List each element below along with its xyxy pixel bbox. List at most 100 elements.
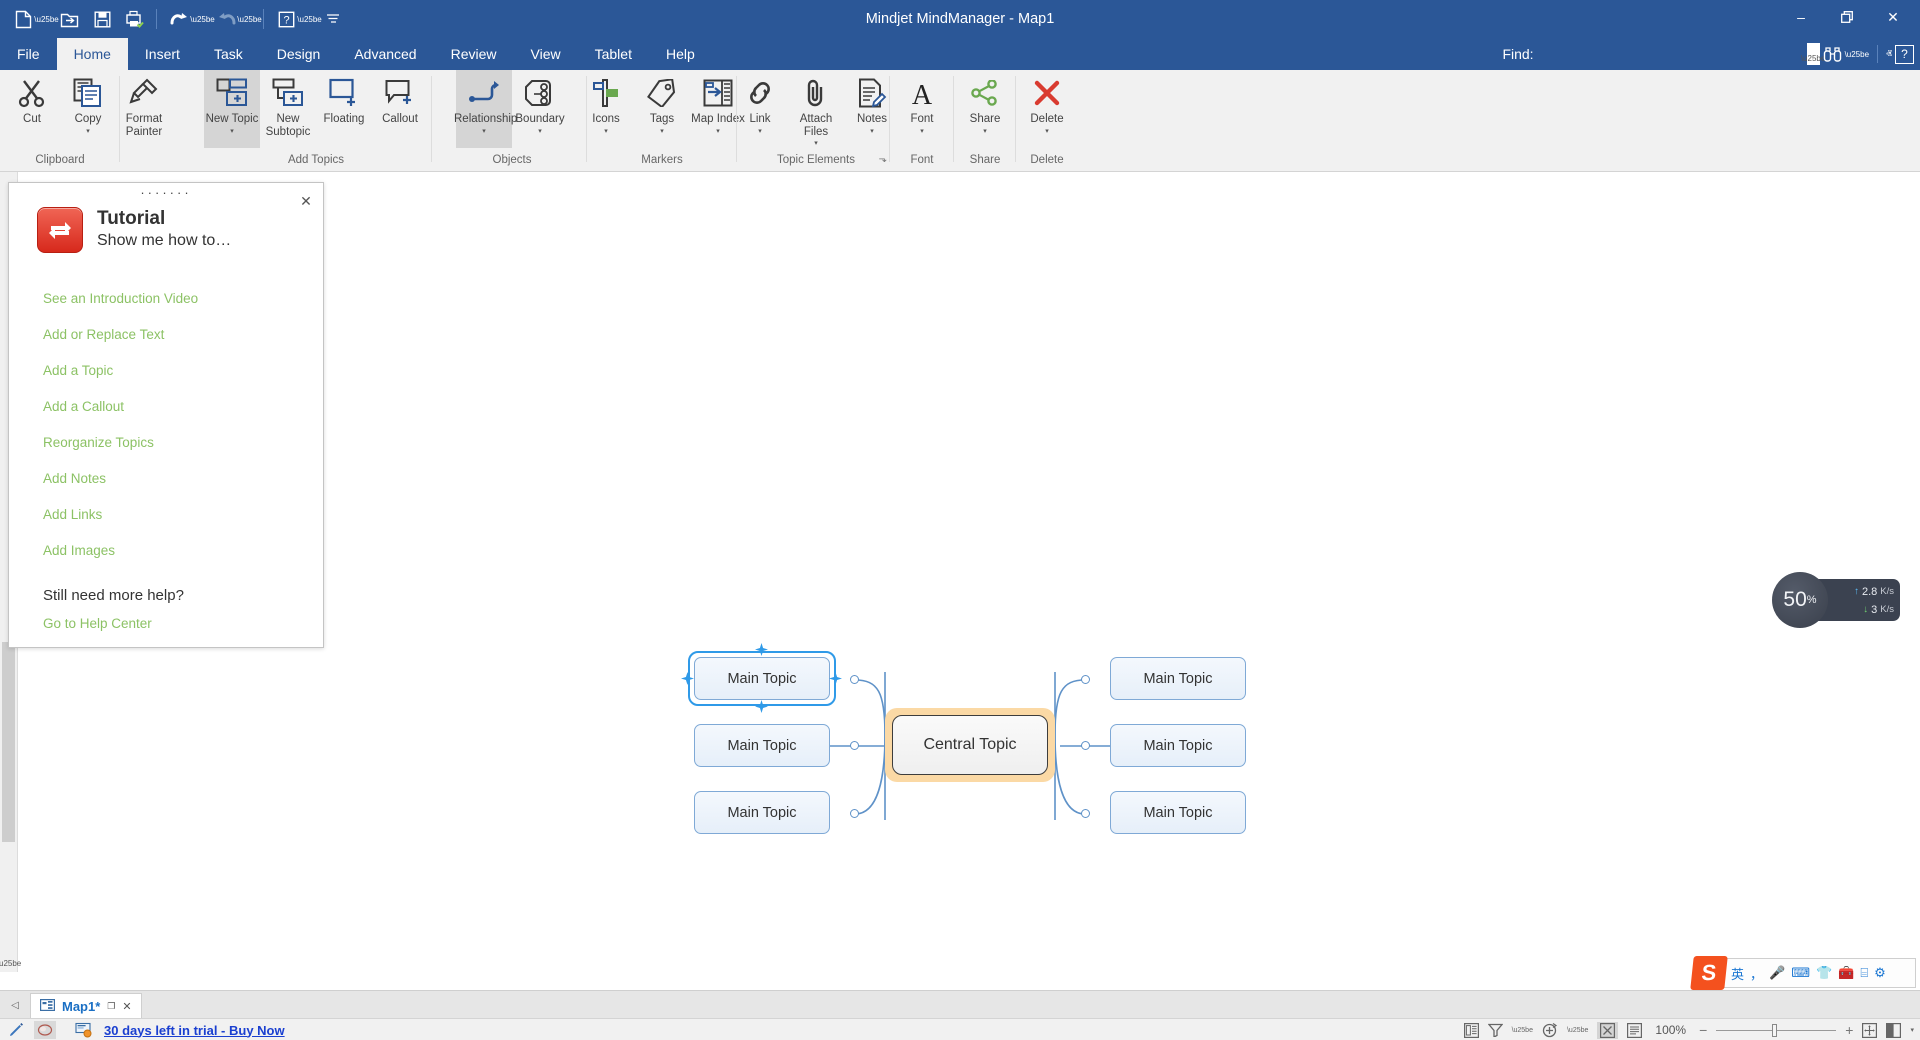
tab-review[interactable]: Review [450,46,497,62]
close-button[interactable]: ✕ [1887,8,1899,25]
new-subtopic-button[interactable]: New Subtopic [260,70,316,148]
filter-icon[interactable] [1487,1023,1503,1037]
connector-dot-left-1[interactable] [850,675,859,684]
ribbon-button-caret-icon[interactable]: ▾ [758,127,762,135]
tutorial-link-add-a-topic[interactable]: Add a Topic [43,363,114,378]
zoom-slider-knob[interactable] [1772,1023,1778,1037]
floating-button[interactable]: Floating [316,70,372,148]
map-node-left-2[interactable]: Main Topic [694,724,830,767]
microphone-icon[interactable]: 🎤 [1769,965,1786,980]
ribbon-button-caret-icon[interactable]: ▾ [604,127,608,135]
ribbon-button-caret-icon[interactable]: ▾ [230,127,234,135]
view-mode-caret-icon[interactable]: ▾ [1910,1027,1914,1034]
keyboard-icon[interactable]: ⌨ [1791,965,1810,980]
ribbon-button-caret-icon[interactable]: ▾ [482,127,486,135]
outline-view-icon[interactable] [1627,1022,1643,1038]
sogou-logo-icon[interactable]: S [1690,956,1728,990]
tab-home[interactable]: Home [56,38,128,70]
pen-tool-icon[interactable] [5,1021,27,1039]
callout-button[interactable]: Callout [372,70,428,148]
zoom-out-button[interactable]: − [1699,1022,1708,1038]
binoculars-icon[interactable] [1823,46,1842,63]
redo-caret-icon[interactable]: \u25be [237,14,262,24]
copy-button[interactable]: Copy▾ [60,70,116,148]
ribbon-button-caret-icon[interactable]: ▾ [538,127,542,135]
doc-tab-map1[interactable]: Map1* ❐ ✕ [30,993,142,1019]
toolbox-icon[interactable]: 🧰 [1838,965,1855,980]
new-document-icon[interactable] [8,4,38,34]
ribbon-button-caret-icon[interactable]: ▾ [983,127,987,135]
tags-button[interactable]: Tags▾ [634,70,690,148]
connector-dot-right-2[interactable] [1081,741,1090,750]
attach-files-button[interactable]: Attach Files▾ [788,70,844,148]
delete-button[interactable]: Delete▾ [1019,70,1075,148]
skin-shirt-icon[interactable]: 👕 [1815,965,1833,980]
ribbon-button-caret-icon[interactable]: ▾ [870,127,874,135]
focus-icon[interactable] [1542,1022,1558,1038]
tutorial-help-center-link[interactable]: Go to Help Center [43,616,152,631]
find-caret-icon[interactable]: \u25be [1844,49,1870,59]
filter-caret-icon[interactable]: \u25be [1511,1026,1533,1034]
icons-button[interactable]: Icons▾ [578,70,634,148]
ribbon-button-caret-icon[interactable]: ▾ [920,127,924,135]
view-mode-icon[interactable] [1886,1022,1902,1038]
settings-gear-icon[interactable]: ⚙ [1874,965,1886,980]
tutorial-link-add-a-callout[interactable]: Add a Callout [43,399,125,414]
dialog-launcher-icon[interactable]: ⬎ [878,154,887,165]
new-document-caret-icon[interactable]: \u25be [34,14,59,24]
punctuation-icon[interactable]: ， [1750,966,1764,982]
cut-button[interactable]: Cut [4,70,60,148]
vertical-scrollbar-thumb[interactable] [2,642,15,842]
tutorial-drag-handle[interactable]: ······· [140,185,192,200]
tutorial-close-icon[interactable]: ✕ [300,192,312,209]
connector-dot-left-2[interactable] [850,741,859,750]
format-painter-button[interactable]: Format Painter [116,70,172,148]
restore-button[interactable] [1824,1,1870,33]
map-node-right-2[interactable]: Main Topic [1110,724,1246,767]
tutorial-link-add-images[interactable]: Add Images [43,543,116,558]
tab-insert[interactable]: Insert [144,46,180,62]
tab-design[interactable]: Design [276,46,321,62]
open-folder-icon[interactable] [55,4,85,34]
help-icon[interactable]: ? [271,4,301,34]
tutorial-link-add-links[interactable]: Add Links [43,507,103,522]
doc-tab-nav-left-icon[interactable]: ◁ [11,999,19,1011]
connector-dot-right-3[interactable] [1081,809,1090,818]
help-caret-icon[interactable]: \u25be [297,14,322,24]
tutorial-link-see-an-introduction-video[interactable]: See an Introduction Video [43,291,199,306]
collapse-ribbon-icon[interactable]: ⱏ [1886,46,1892,61]
map-node-left-3[interactable]: Main Topic [694,791,830,834]
relationship-button[interactable]: Relationship▾ [454,70,517,148]
save-icon[interactable] [87,4,117,34]
tutorial-link-add-or-replace-text[interactable]: Add or Replace Text [43,327,165,342]
tab-view[interactable]: View [530,46,561,62]
minimize-button[interactable]: – [1797,9,1805,25]
tab-file[interactable]: File [17,46,40,62]
tab-help[interactable]: Help [665,46,695,62]
map-index-button[interactable]: Map Index▾ [690,70,746,148]
ribbon-button-caret-icon[interactable]: ▾ [716,127,720,135]
map-node-right-3[interactable]: Main Topic [1110,791,1246,834]
network-speed-widget[interactable]: ↑ 2.8 K/s ↓ 3 K/s 50% [1772,572,1900,628]
tab-advanced[interactable]: Advanced [354,46,417,62]
map-parts-icon[interactable] [1463,1022,1479,1038]
fit-map-icon[interactable] [1597,1021,1619,1039]
map-node-right-1[interactable]: Main Topic [1110,657,1246,700]
undo-icon[interactable] [164,4,194,34]
notes-button[interactable]: Notes▾ [844,70,900,148]
new-topic-button[interactable]: New Topic▾ [204,70,260,148]
undo-caret-icon[interactable]: \u25be [190,14,215,24]
find-input[interactable]: \u25be [1801,43,1825,65]
tab-task[interactable]: Task [213,46,243,62]
ribbon-button-caret-icon[interactable]: ▾ [86,127,90,135]
ribbon-button-caret-icon[interactable]: ▾ [660,127,664,135]
app-grid-icon[interactable]: ⌸ [1860,965,1869,980]
ribbon-help-icon[interactable]: ? [1895,44,1914,64]
tutorial-link-add-notes[interactable]: Add Notes [43,471,107,486]
customize-qat-icon[interactable] [318,4,348,34]
connector-dot-right-1[interactable] [1081,675,1090,684]
eraser-tool-icon[interactable] [34,1021,56,1039]
share-button[interactable]: Share▾ [957,70,1013,148]
doc-tab-restore-icon[interactable]: ❐ [107,1001,116,1011]
